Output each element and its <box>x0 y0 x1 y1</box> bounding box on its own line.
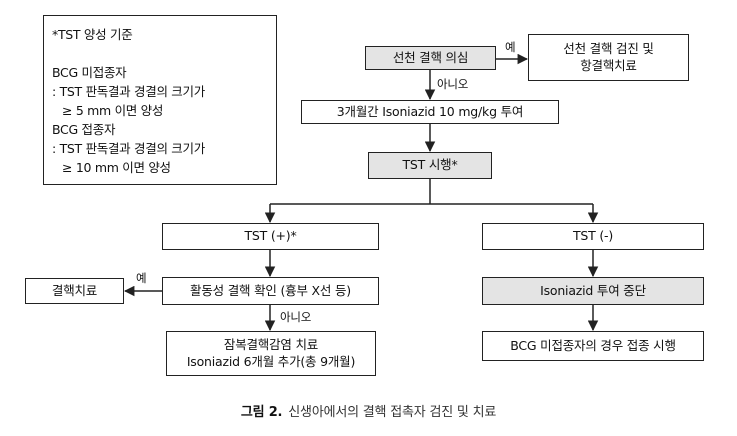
node-tst-negative-text: TST (-) <box>572 228 614 244</box>
criteria-title: *TST 양성 기준 <box>52 27 133 42</box>
tst-criteria-box: *TST 양성 기준 BCG 미접종자 : TST 판독결과 경결의 크기가 ≥… <box>43 15 277 185</box>
node-active-tb-check-text: 활동성 결핵 확인 (흉부 X선 등) <box>190 282 351 298</box>
figure-caption: 그림 2. 신생아에서의 결핵 접촉자 검진 및 치료 <box>0 401 737 420</box>
criteria-group2-line2: ≥ 10 mm 이면 양성 <box>62 160 171 175</box>
node-tst-positive-text: TST (+)* <box>244 228 297 244</box>
node-tst: TST 시행* <box>368 152 492 179</box>
figure-caption-text: 신생아에서의 결핵 접촉자 검진 및 치료 <box>288 405 497 420</box>
criteria-group2-line1: : TST 판독결과 경결의 크기가 <box>52 141 205 156</box>
node-tst-positive: TST (+)* <box>162 223 379 250</box>
criteria-group1-title: BCG 미접종자 <box>52 65 127 80</box>
node-tst-negative: TST (-) <box>482 223 704 250</box>
node-bcg-vaccination-text: BCG 미접종자의 경우 접종 시행 <box>510 337 676 353</box>
node-congenital-treatment: 선천 결핵 검진 및 항결핵치료 <box>528 34 689 81</box>
node-latent-tb-treatment: 잠복결핵감염 치료 Isoniazid 6개월 추가(총 9개월) <box>166 331 376 376</box>
label-yes-treatment: 예 <box>136 271 147 285</box>
criteria-group1-line2: ≥ 5 mm 이면 양성 <box>62 103 164 118</box>
criteria-group1-line1: : TST 판독결과 경결의 크기가 <box>52 84 205 99</box>
node-tb-treatment-text: 결핵치료 <box>51 282 98 298</box>
label-no-suspect: 아니오 <box>437 77 469 91</box>
node-congenital-line1: 선천 결핵 검진 및 <box>563 40 654 56</box>
node-latent-line2: Isoniazid 6개월 추가(총 9개월) <box>186 353 356 369</box>
label-yes-congenital: 예 <box>505 40 516 54</box>
node-bcg-vaccination: BCG 미접종자의 경우 접종 시행 <box>482 331 704 361</box>
node-inh-3months-text: 3개월간 Isoniazid 10 mg/kg 투여 <box>336 103 524 119</box>
node-active-tb-check: 활동성 결핵 확인 (흉부 X선 등) <box>162 277 379 305</box>
node-suspect: 선천 결핵 의심 <box>365 46 496 70</box>
node-suspect-text: 선천 결핵 의심 <box>392 49 469 65</box>
node-congenital-line2: 항결핵치료 <box>580 57 637 73</box>
figure-number: 그림 2. <box>240 405 283 420</box>
node-inh-3months: 3개월간 Isoniazid 10 mg/kg 투여 <box>301 100 559 124</box>
label-no-active: 아니오 <box>280 310 312 324</box>
node-tb-treatment: 결핵치료 <box>25 278 124 304</box>
criteria-group2-title: BCG 접종자 <box>52 122 116 137</box>
node-stop-inh: Isoniazid 투여 중단 <box>482 277 704 305</box>
node-latent-line1: 잠복결핵감염 치료 <box>223 336 319 352</box>
node-stop-inh-text: Isoniazid 투여 중단 <box>540 282 646 298</box>
node-tst-text: TST 시행* <box>402 157 458 173</box>
